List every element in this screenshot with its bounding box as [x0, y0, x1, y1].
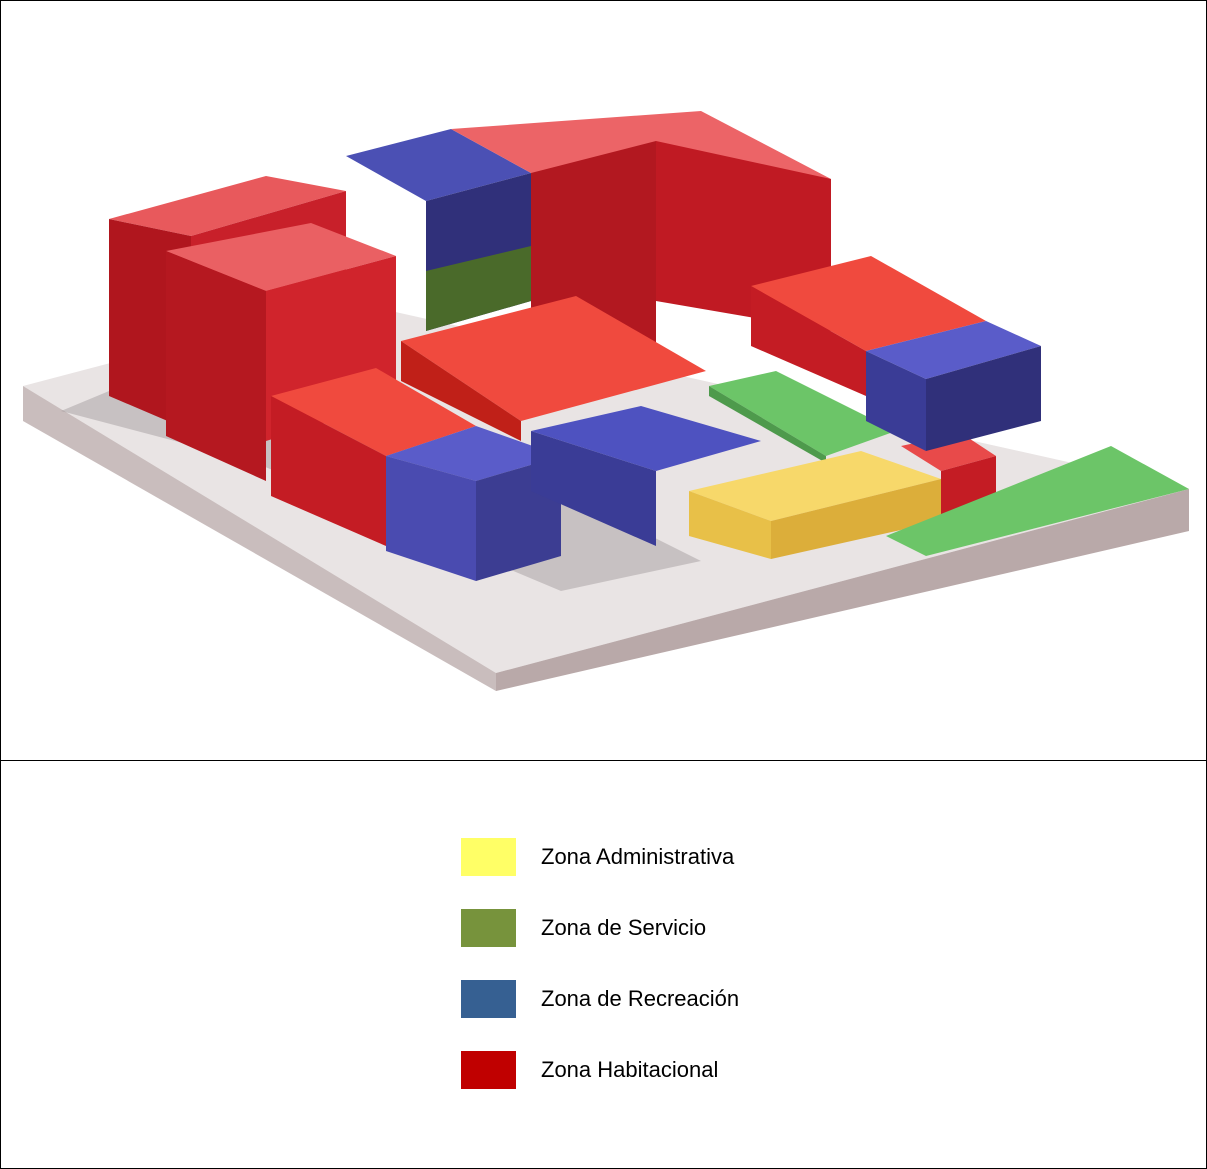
legend-item-administrativa: Zona Administrativa [461, 838, 861, 876]
legend-swatch-green [461, 909, 516, 947]
legend-label: Zona de Servicio [541, 915, 707, 940]
right-blue-top [866, 321, 1041, 379]
panel-divider [0, 760, 1207, 761]
center-slab-front [401, 341, 521, 441]
center-blue-front [531, 431, 656, 546]
center-blue-top [531, 406, 761, 471]
base-slab-front [23, 386, 496, 691]
right-blue-side [926, 346, 1041, 451]
legend-item-recreacion: Zona de Recreación [461, 980, 861, 1018]
legend-item-habitacional: Zona Habitacional [461, 1051, 861, 1089]
recreation-column-top [346, 129, 531, 201]
base-slab-side [496, 489, 1189, 691]
front-left-front [271, 396, 386, 546]
legend-item-servicio: Zona de Servicio [461, 909, 861, 947]
left-tower-top [109, 176, 346, 236]
right-blue-front [866, 351, 926, 451]
right-service-pad [886, 446, 1189, 556]
massing-model-illustration [23, 111, 1189, 691]
right-block-top [751, 256, 986, 351]
front-left-blue-front [386, 456, 476, 581]
legend-swatch-red [461, 1051, 516, 1089]
center-slab-top [401, 296, 706, 421]
left-tower2-front [166, 251, 266, 481]
admin-block-top [689, 451, 941, 521]
front-left-blue-top [386, 426, 561, 481]
service-pad-front [709, 386, 826, 463]
service-pad-top [709, 371, 896, 456]
front-left-top [271, 368, 476, 456]
massing-model-image [1, 1, 1206, 759]
legend-swatch-yellow [461, 838, 516, 876]
legend-label: Zona de Recreación [541, 986, 740, 1011]
legend-label: Zona Habitacional [541, 1057, 719, 1082]
service-band [426, 246, 531, 331]
right-block-front [751, 286, 866, 396]
legend-swatch-blue [461, 980, 516, 1018]
legend-label: Zona Administrativa [541, 844, 735, 869]
admin-block-side [771, 479, 941, 559]
admin-block-front [689, 491, 771, 559]
